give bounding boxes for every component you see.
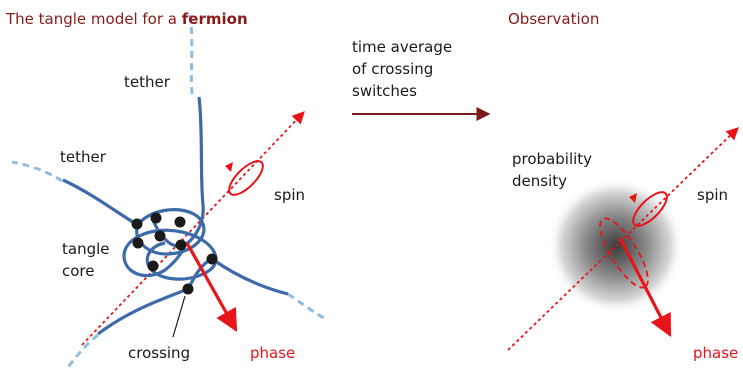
tether-left [62,178,139,227]
phase-arrow-left [185,242,238,332]
tangle-core-label-1: tangle [62,240,110,258]
phase-label-left: phase [250,344,296,362]
tether-top-dashed [188,14,194,95]
crossing-node [147,260,159,272]
probability-label-2: density [512,172,567,190]
crossing-node [182,283,194,295]
crossing-node [154,230,166,242]
tangle-core-loop-1 [135,208,206,256]
phase-arrow-right [618,237,672,337]
left-title-prefix: The tangle model for a [6,10,182,28]
right-panel-title: Observation [508,10,600,28]
spin-axis-right [507,127,739,351]
spin-rotation-right [632,191,668,227]
tether-left-dashed [11,160,63,183]
time-average-line-3: switches [352,82,417,100]
time-average-line-1: time average [352,38,453,56]
tether-bottom-dashed [64,333,99,371]
spin-rotation-arrowhead-left [225,162,233,172]
left-panel-title: The tangle model for a fermion [6,10,248,28]
crossing-node [131,218,143,230]
crossing-node [150,212,162,224]
tether-left-label: tether [60,148,106,166]
crossing-node [206,253,218,265]
crossing-nodes [131,212,218,295]
crossing-pointer [172,295,186,338]
spin-label-left: spin [274,186,306,204]
tether-right [211,257,289,296]
probability-label-1: probability [512,150,593,168]
spin-rotation-arrowhead-right [629,193,637,203]
tether-right-dashed [287,292,325,320]
tether-bottom [97,287,189,336]
spin-rotation-left [228,160,264,196]
tether-top-label: tether [124,73,170,91]
spin-axis-left [81,111,305,346]
crossing-label: crossing [128,344,191,362]
probability-density-cloud [548,178,684,314]
tangle-core-label-2: core [62,262,95,280]
crossing-node [175,239,187,251]
crossing-node [132,237,144,249]
tangle-core-loop-2 [122,228,218,281]
tether-top [183,96,205,247]
phase-label-right: phase [693,344,739,362]
left-title-bold: fermion [181,10,248,28]
time-average-line-2: of crossing [352,60,434,78]
crossing-node [174,216,186,228]
spin-label-right: spin [697,186,729,204]
